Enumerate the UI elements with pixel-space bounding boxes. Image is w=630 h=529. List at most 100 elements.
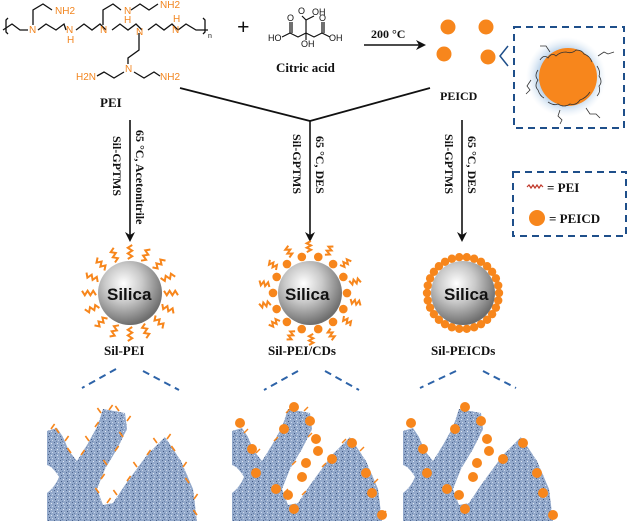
pei-chain [140,323,152,339]
peicd-dot [418,444,428,454]
peicd-label: PEICD [440,89,478,103]
pei-repeat-n: n [208,33,212,40]
peicd-dot [301,458,311,468]
route-3-reagent: Sil-GPTMS [442,134,456,194]
peicd-dot [468,472,478,482]
synthesis-arrow: 200 °C [364,27,426,50]
pei-chain [64,435,70,442]
pore-panel-2 [232,402,387,521]
pei-chain [381,510,387,516]
pei-chain [348,276,362,287]
pei-chains [525,45,615,125]
peicd-dot [440,319,450,329]
route-1-reagent: Sil-GPTMS [110,136,124,196]
peicd-dot [455,324,464,334]
peicd-dot [469,323,479,332]
peicd-dot [367,488,377,498]
product-label-sil-peicds: Sil-PEICDs [431,343,495,358]
pei-chain [307,432,313,438]
peicd-dot [436,46,452,62]
peicd-dot [518,438,528,448]
sil-pei-cds-particle [258,240,362,346]
peicd-dot [447,254,457,263]
pei-atom: H [124,15,131,26]
citric-atom: OH [301,39,315,49]
peicd-dot [429,309,439,319]
legend-frame [512,171,627,237]
pei-chain [84,435,90,442]
peicd-dot [297,252,307,262]
inset-frame [513,26,625,129]
peicd-dot [305,416,315,426]
pore-panels [47,402,558,521]
peicd-dot [313,324,323,334]
peicd-dot [423,296,432,305]
route-labels: 65 °C, Acetonitrile Sil-GPTMS 65 °C, DES… [110,130,479,225]
pei-chain [306,333,316,346]
citric-atom: O [319,13,326,23]
pei-atom: NH2 [55,6,75,17]
peicd-dot [342,288,352,298]
pei-chain [283,488,289,494]
peicd-dot [425,274,435,283]
peicd-dot [548,510,558,520]
plus-sign: + [237,14,250,39]
peicd-dot [272,304,281,314]
pei-atom: NH2 [160,0,180,11]
peicd-dot [442,484,452,494]
peicd-dot [283,490,293,500]
pei-atom: N [124,6,131,17]
product-label-sil-pei: Sil-PEI [104,343,144,358]
pei-chain [114,405,120,412]
peicd-dot [491,303,501,312]
peicd-dot [454,490,464,500]
peicd-dot [487,309,497,319]
pei-chain [94,487,100,494]
peicd-dot [282,259,292,269]
pei-atom: H2N [76,72,96,83]
peicd-dot [440,257,450,267]
peicd-dot [422,288,432,298]
route-arrows [125,120,467,242]
peicd-dot [297,324,307,334]
peicd-inset [513,26,625,129]
silica-core [98,261,162,325]
peicd-dot [462,324,471,334]
peicd-dot [484,446,494,456]
peicd-dot [422,468,432,478]
pei-chain [108,247,120,263]
pei-chain [96,407,102,414]
pei-chain [182,461,188,468]
pei-chain [94,421,100,428]
pei-chain [283,245,295,259]
peicd-dot [289,504,299,514]
pei-chain [161,303,175,314]
peicd-dot [328,317,338,327]
pei-chain [126,475,132,482]
pei-chain [255,448,261,454]
peicd-dot [494,281,503,290]
route-2-condition: 65 °C, DES [313,136,327,194]
pei-chain [109,324,120,338]
peicd-dot [347,438,357,448]
peicd-dot [339,304,348,314]
peicd-dot [251,468,261,478]
pei-chain [359,446,365,452]
peicd-dot [494,288,504,298]
pei-chain [349,297,362,307]
pei-chain [325,327,337,341]
peicd-dot [450,424,460,434]
pei-chain [286,330,296,341]
pei-atom: H [173,14,180,25]
peicd-dot [425,303,435,312]
pei-chain [321,462,327,468]
legend-peicd-label: = PEICD [549,211,600,226]
route-2-reagent: Sil-GPTMS [290,134,304,194]
synthesis-condition: 200 °C [371,27,405,41]
pei-chain [112,489,118,496]
pei-atom: N [125,64,132,75]
peicd-dot [429,267,439,277]
pei-wavy-line-icon [526,183,544,190]
silica-core [431,261,495,325]
peicd-dot [268,288,278,298]
